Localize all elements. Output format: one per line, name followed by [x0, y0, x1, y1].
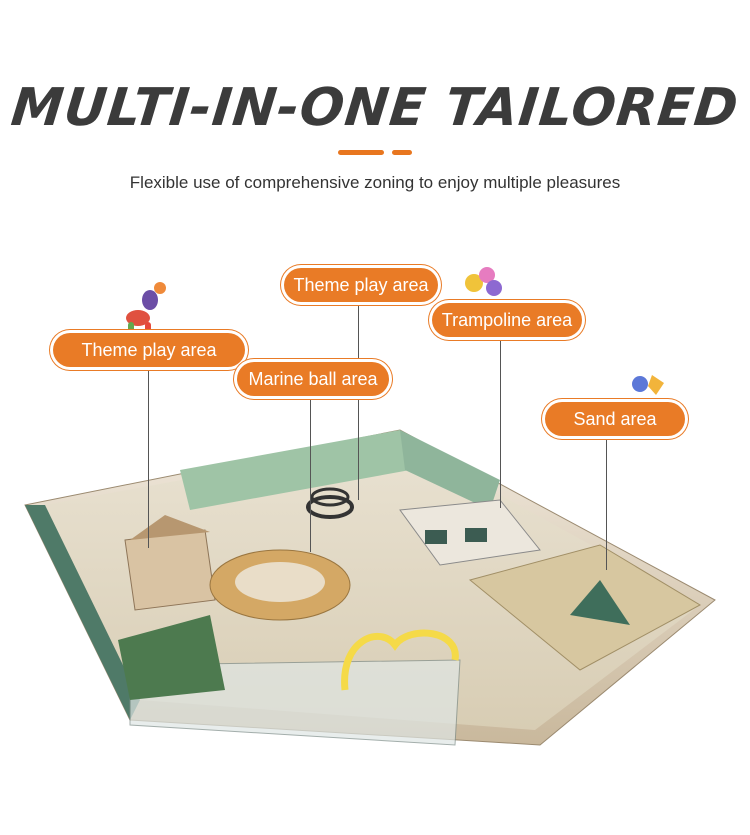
- trampoline-pad: [465, 528, 487, 542]
- leader-line: [358, 302, 359, 500]
- balloons-icon: [465, 267, 502, 296]
- play-house-roof: [130, 515, 210, 540]
- green-plant-wall: [118, 615, 225, 700]
- play-house: [124, 529, 216, 611]
- entrance-light-arch: [341, 629, 459, 691]
- label-theme-play-area-top: Theme play area: [284, 268, 438, 302]
- ball-pit-center: [235, 562, 325, 602]
- title-accent-bar-right: [392, 150, 412, 155]
- label-theme-play-area-left: Theme play area: [53, 333, 245, 367]
- label-trampoline-area: Trampoline area: [432, 303, 582, 337]
- label-marine-ball-area: Marine ball area: [237, 362, 389, 396]
- leader-line: [500, 336, 501, 508]
- leader-line: [148, 362, 149, 548]
- back-green-wall: [180, 430, 410, 510]
- right-green-wall: [400, 430, 500, 510]
- leader-line: [606, 434, 607, 570]
- ring-tower-top: [310, 487, 350, 507]
- balloons-icon: [632, 375, 664, 395]
- left-green-wall: [25, 505, 140, 720]
- page-subtitle: Flexible use of comprehensive zoning to …: [129, 173, 621, 192]
- label-sand-area: Sand area: [545, 402, 685, 436]
- ring-tower: [306, 495, 354, 519]
- leader-line: [310, 397, 311, 552]
- trampoline-pad: [425, 530, 447, 544]
- sand-tent: [570, 580, 630, 625]
- balloon-dog-icon: [126, 282, 166, 336]
- title-accent-bar-left: [338, 150, 384, 155]
